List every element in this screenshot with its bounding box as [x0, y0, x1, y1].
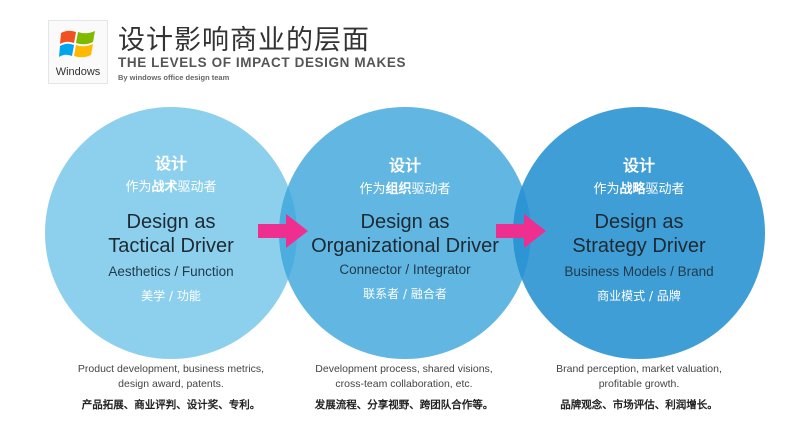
level-role: 作为战略驱动者 [593, 182, 685, 197]
level-subtitle: Connector / Integrator [339, 262, 471, 277]
organizational-circle [279, 107, 531, 359]
tactical-circle [45, 107, 297, 359]
level-label: 设计 [154, 154, 187, 173]
logo-text: Windows [55, 66, 101, 78]
strategy-circle [513, 107, 765, 359]
page-title-cn: 设计影响商业的层面 [118, 25, 370, 56]
level-label: 设计 [622, 156, 655, 175]
page-title-en: THE LEVELS OF IMPACT DESIGN MAKES [118, 55, 407, 70]
level-description: Brand perception, market valuation,profi… [556, 363, 722, 390]
level-label: 设计 [388, 156, 421, 175]
level-description: Product development, business metrics,de… [77, 363, 265, 390]
arrow-right-icon [496, 214, 546, 248]
level-subtitle: Aesthetics / Function [108, 264, 234, 279]
level-role: 作为战术驱动者 [125, 180, 217, 195]
byline: By windows office design team [118, 73, 230, 82]
level-description-cn: 产品拓展、商业评判、设计奖、专利。 [81, 399, 261, 411]
windows-flag-icon [59, 30, 95, 58]
arrow-right-icon [258, 214, 308, 248]
level-description: Development process, shared visions,cros… [315, 363, 493, 390]
level-subtitle: Business Models / Brand [564, 264, 714, 279]
level-description-cn: 品牌观念、市场评估、利润增长。 [560, 399, 718, 411]
level-subtitle-cn: 联系者 / 融合者 [363, 287, 447, 301]
level-subtitle-cn: 美学 / 功能 [141, 289, 201, 303]
windows-logo: Windows [48, 20, 108, 84]
level-role: 作为组织驱动者 [359, 182, 451, 197]
level-subtitle-cn: 商业模式 / 品牌 [597, 289, 681, 303]
level-description-cn: 发展流程、分享视野、跨团队合作等。 [314, 399, 494, 411]
